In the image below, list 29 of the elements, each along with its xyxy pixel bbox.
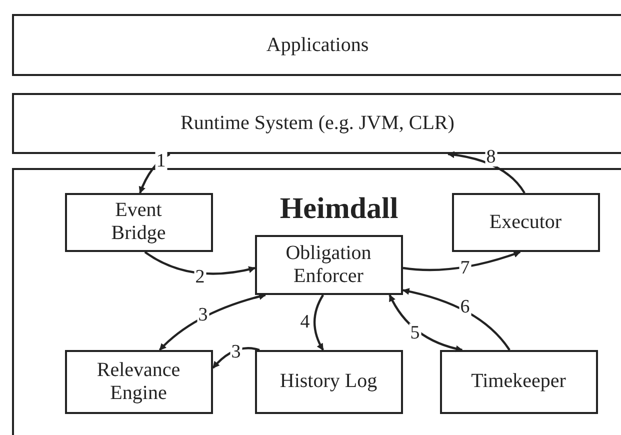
box-label: Applications — [266, 34, 369, 56]
box-label: Obligation Enforcer — [284, 242, 372, 288]
edge-label: 3 — [197, 306, 209, 324]
edge-label: 1 — [155, 152, 167, 170]
component-box — [64, 350, 212, 414]
arrow — [144, 251, 256, 275]
arrow — [402, 288, 510, 351]
box-label: Timekeeper — [471, 370, 566, 393]
edge-label: 6 — [459, 298, 471, 316]
box-label: History Log — [280, 370, 378, 393]
arrow — [139, 153, 170, 194]
system-title: Heimdall — [278, 192, 400, 226]
component-box — [254, 234, 402, 294]
edge-label: 8 — [485, 148, 497, 166]
component-box — [440, 350, 598, 414]
component-box — [254, 350, 402, 414]
arrow — [388, 294, 463, 352]
arrow — [402, 250, 521, 272]
arrow — [313, 294, 324, 351]
component-box — [64, 192, 212, 252]
app-layer-box — [12, 14, 621, 76]
component-box — [452, 192, 600, 252]
box-label: Runtime System (e.g. JVM, CLR) — [180, 112, 454, 135]
box-label: Executor — [489, 210, 562, 234]
system-container — [12, 168, 621, 435]
box-label: Event Bridge — [110, 199, 167, 245]
box-label: Relevance Engine — [96, 358, 182, 404]
arrow — [447, 151, 526, 194]
arrow — [158, 293, 266, 351]
